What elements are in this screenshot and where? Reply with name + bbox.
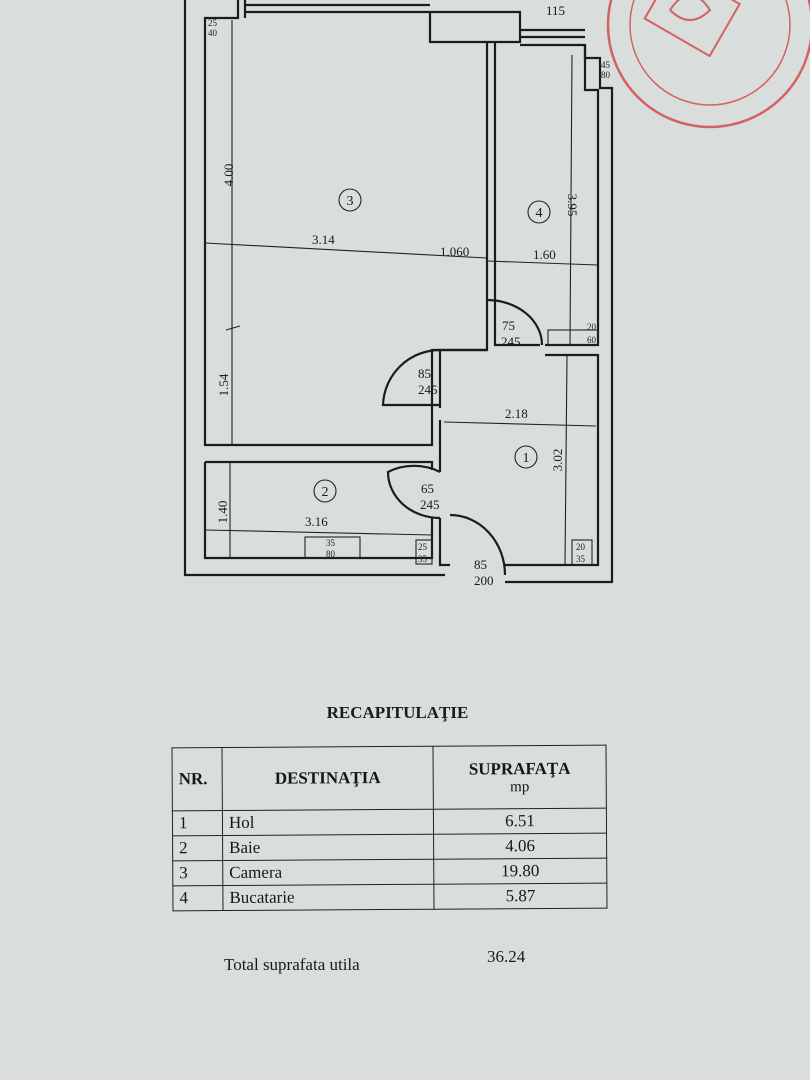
cell-suprafata: 6.51 [433, 808, 607, 835]
svg-text:2: 2 [322, 485, 329, 500]
fixture-box [304, 536, 361, 559]
door-arc-room4 [486, 298, 544, 346]
dim-text: 1.54 [216, 373, 231, 396]
door-label: 245 [420, 497, 440, 512]
dim-text: 3.95 [565, 194, 580, 217]
dimension-lines [204, 20, 599, 566]
fixture-box [415, 539, 433, 565]
dim-text: 3.14 [312, 232, 335, 247]
outer-wall [183, 0, 614, 584]
cell-destinatia: Baie [222, 834, 434, 861]
element-label: 20 [576, 542, 586, 552]
svg-text:1: 1 [523, 451, 530, 466]
table-row: 2 Baie 4.06 [172, 833, 607, 861]
inner-wall-hol [438, 348, 600, 567]
header-unit: mp [510, 778, 530, 795]
summary-title: RECAPITULAŢIE [326, 703, 469, 722]
dim-text: 3.02 [550, 449, 565, 472]
cell-nr: 3 [172, 860, 223, 886]
door-label: 85 [418, 366, 431, 381]
table-row: 1 Hol 6.51 [172, 808, 607, 836]
cell-nr: 1 [172, 810, 223, 836]
dim-text: 4.00 [221, 164, 236, 187]
dim-text: 115 [546, 3, 565, 18]
dim-text: 3.16 [305, 514, 328, 529]
window-top [245, 3, 585, 44]
element-label: 25 [208, 18, 218, 28]
header-suprafata: SUPRAFAŢA mp [433, 745, 607, 810]
room-markers: 3 4 1 2 [313, 188, 551, 503]
element-label: 35 [576, 554, 586, 564]
element-label: 40 [208, 28, 218, 38]
total-label: Total suprafata utila [224, 955, 360, 974]
cell-destinatia: Hol [222, 809, 434, 836]
cell-nr: 4 [172, 885, 224, 911]
inner-wall-room2 [203, 460, 434, 560]
door-label: 75 [502, 318, 515, 333]
cell-destinatia: Bucatarie [222, 884, 434, 911]
header-destinatia: DESTINAŢIA [222, 746, 434, 811]
door-arc-entrance [449, 513, 507, 576]
cell-suprafata: 19.80 [433, 858, 607, 885]
table-row: 4 Bucatarie 5.87 [172, 883, 607, 911]
summary-table: NR. DESTINAŢIA SUPRAFAŢA mp 1 Hol 6.51 2… [172, 745, 608, 912]
door-label: 245 [418, 382, 438, 397]
element-label: 35 [418, 554, 428, 564]
door-label: 200 [474, 573, 494, 588]
header-suprafata-label: SUPRAFAŢA [468, 758, 571, 779]
element-label: 60 [587, 335, 597, 345]
header-nr: NR. [172, 747, 223, 811]
svg-text:3: 3 [347, 194, 354, 209]
cadastre-stamp [606, 0, 810, 129]
floor-plan: 3 4 1 2 4.00 1.54 3.14 1.060 1.60 3.95 2… [183, 0, 810, 588]
table-header: NR. DESTINAŢIA SUPRAFAŢA mp [172, 745, 607, 811]
inner-wall-room3 [203, 0, 489, 447]
cell-suprafata: 5.87 [433, 883, 607, 910]
element-label: 80 [326, 549, 336, 559]
dim-text: 1.60 [533, 247, 556, 262]
element-label: 45 [601, 60, 611, 70]
element-label: 80 [601, 70, 611, 80]
dim-text: 1.40 [215, 501, 230, 524]
svg-text:4: 4 [536, 206, 543, 221]
element-label: 25 [418, 542, 428, 552]
total-value: 36.24 [487, 947, 526, 966]
fixture-box [571, 539, 593, 566]
inner-wall-room4 [493, 42, 600, 347]
element-label: 35 [326, 538, 336, 548]
door-arc-room3 [381, 348, 441, 407]
door-arc-room2 [386, 464, 441, 520]
table-row: 3 Camera 19.80 [172, 858, 607, 886]
cell-suprafata: 4.06 [433, 833, 607, 860]
door-label: 85 [474, 557, 487, 572]
cell-destinatia: Camera [222, 859, 434, 886]
door-label: 65 [421, 481, 434, 496]
door-label: 245 [501, 334, 521, 349]
cell-nr: 2 [172, 835, 223, 861]
element-label: 20 [587, 322, 597, 332]
dim-text: 1.060 [440, 244, 469, 259]
fixture-box [547, 329, 599, 346]
dim-text: 2.18 [505, 406, 528, 421]
